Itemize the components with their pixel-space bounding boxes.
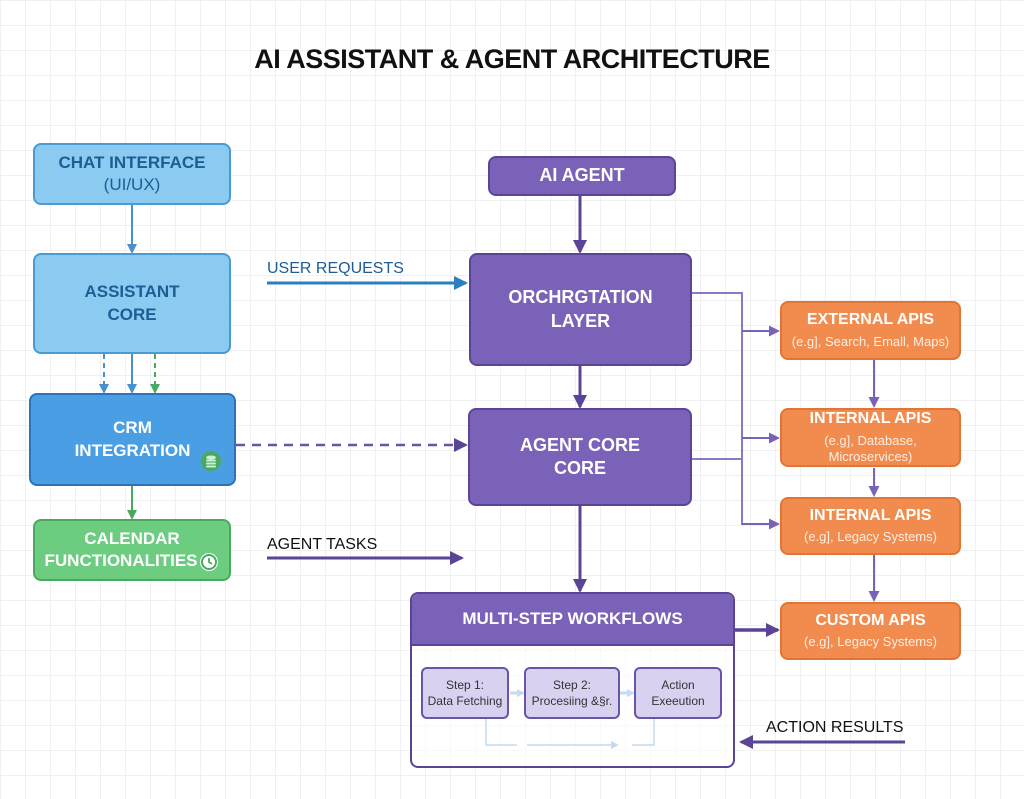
agent-core-line2: CORE <box>553 458 606 478</box>
chat-interface-title: CHAT INTERFACE <box>58 152 206 172</box>
assistant-core-line1: ASSISTANT <box>84 282 180 302</box>
action-results-label: ACTION RESULTS <box>766 719 904 736</box>
custom-apis-examples: (e.g], Legacy Systems) <box>804 634 937 650</box>
internal-apis-1-examples: (e.g], Database, Microservices) <box>824 432 917 465</box>
internal-apis-box-1[interactable]: INTERNAL APIS (e.g], Database, Microserv… <box>780 408 961 467</box>
agent-core-box[interactable]: AGENT CORE CORE <box>468 408 692 506</box>
assistant-core-line2: CORE <box>107 304 157 324</box>
external-apis-box[interactable]: EXTERNAL APIS (e.g], Search, Emall, Maps… <box>780 301 961 360</box>
step-2-desc: Procesiing &§r. <box>531 694 613 708</box>
connector-orchestration-bus <box>692 292 743 525</box>
step-3-desc: Exeeution <box>651 694 705 708</box>
workflow-step-1[interactable]: Step 1: Data Fetching <box>421 667 509 719</box>
assistant-core-box[interactable]: ASSISTANT CORE <box>33 253 231 354</box>
ai-agent-box[interactable]: AI AGENT <box>488 156 676 196</box>
internal-apis-1-title: INTERNAL APIS <box>809 409 932 427</box>
orchestration-line2: LAYER <box>550 310 611 331</box>
orchestration-layer-box[interactable]: ORCHRGTATION LAYER <box>469 253 692 366</box>
calendar-line1: CALENDAR <box>84 528 180 548</box>
external-apis-title: EXTERNAL APIS <box>806 311 935 329</box>
calendar-box[interactable]: CALENDAR FUNCTIONALITIES <box>33 519 231 581</box>
external-apis-examples: (e.g], Search, Emall, Maps) <box>791 333 950 349</box>
database-icon <box>201 451 221 471</box>
step-2-title: Step 2: <box>552 677 592 692</box>
custom-apis-box[interactable]: CUSTOM APIS (e.g], Legacy Systems) <box>780 602 961 660</box>
calendar-line2: FUNCTIONALITIES <box>44 551 198 570</box>
agent-tasks-label: AGENT TASKS <box>267 536 378 553</box>
workflows-header: MULTI-STEP WORKFLOWS <box>412 594 733 646</box>
agent-core-line1: AGENT CORE <box>519 434 640 455</box>
internal-apis-box-2[interactable]: INTERNAL APIS (e.g], Legacy Systems) <box>780 497 961 555</box>
workflow-step-3[interactable]: Action Exeeution <box>634 667 722 719</box>
chat-interface-subtitle: (UI/UX) <box>103 175 161 194</box>
ai-agent-title: AI AGENT <box>539 165 625 186</box>
step-1-desc: Data Fetching <box>427 694 503 708</box>
clock-icon <box>200 553 218 571</box>
user-requests-label: USER REQUESTS <box>267 260 404 277</box>
crm-integration-line1: CRM <box>113 418 152 438</box>
custom-apis-title: CUSTOM APIS <box>815 611 926 629</box>
chat-interface-box[interactable]: CHAT INTERFACE (UI/UX) <box>33 143 231 205</box>
workflow-step-2[interactable]: Step 2: Procesiing &§r. <box>524 667 620 719</box>
diagram-title: AI ASSISTANT & AGENT ARCHITECTURE <box>254 44 770 74</box>
step-1-title: Step 1: <box>445 677 485 692</box>
internal-apis-2-examples: (e.g], Legacy Systems) <box>804 529 937 545</box>
crm-integration-line2: INTEGRATION <box>74 440 191 460</box>
internal-apis-2-title: INTERNAL APIS <box>809 506 932 524</box>
step-3-title: Action <box>661 677 695 692</box>
crm-integration-box[interactable]: CRM INTEGRATION <box>29 393 236 486</box>
orchestration-line1: ORCHRGTATION <box>508 287 653 308</box>
